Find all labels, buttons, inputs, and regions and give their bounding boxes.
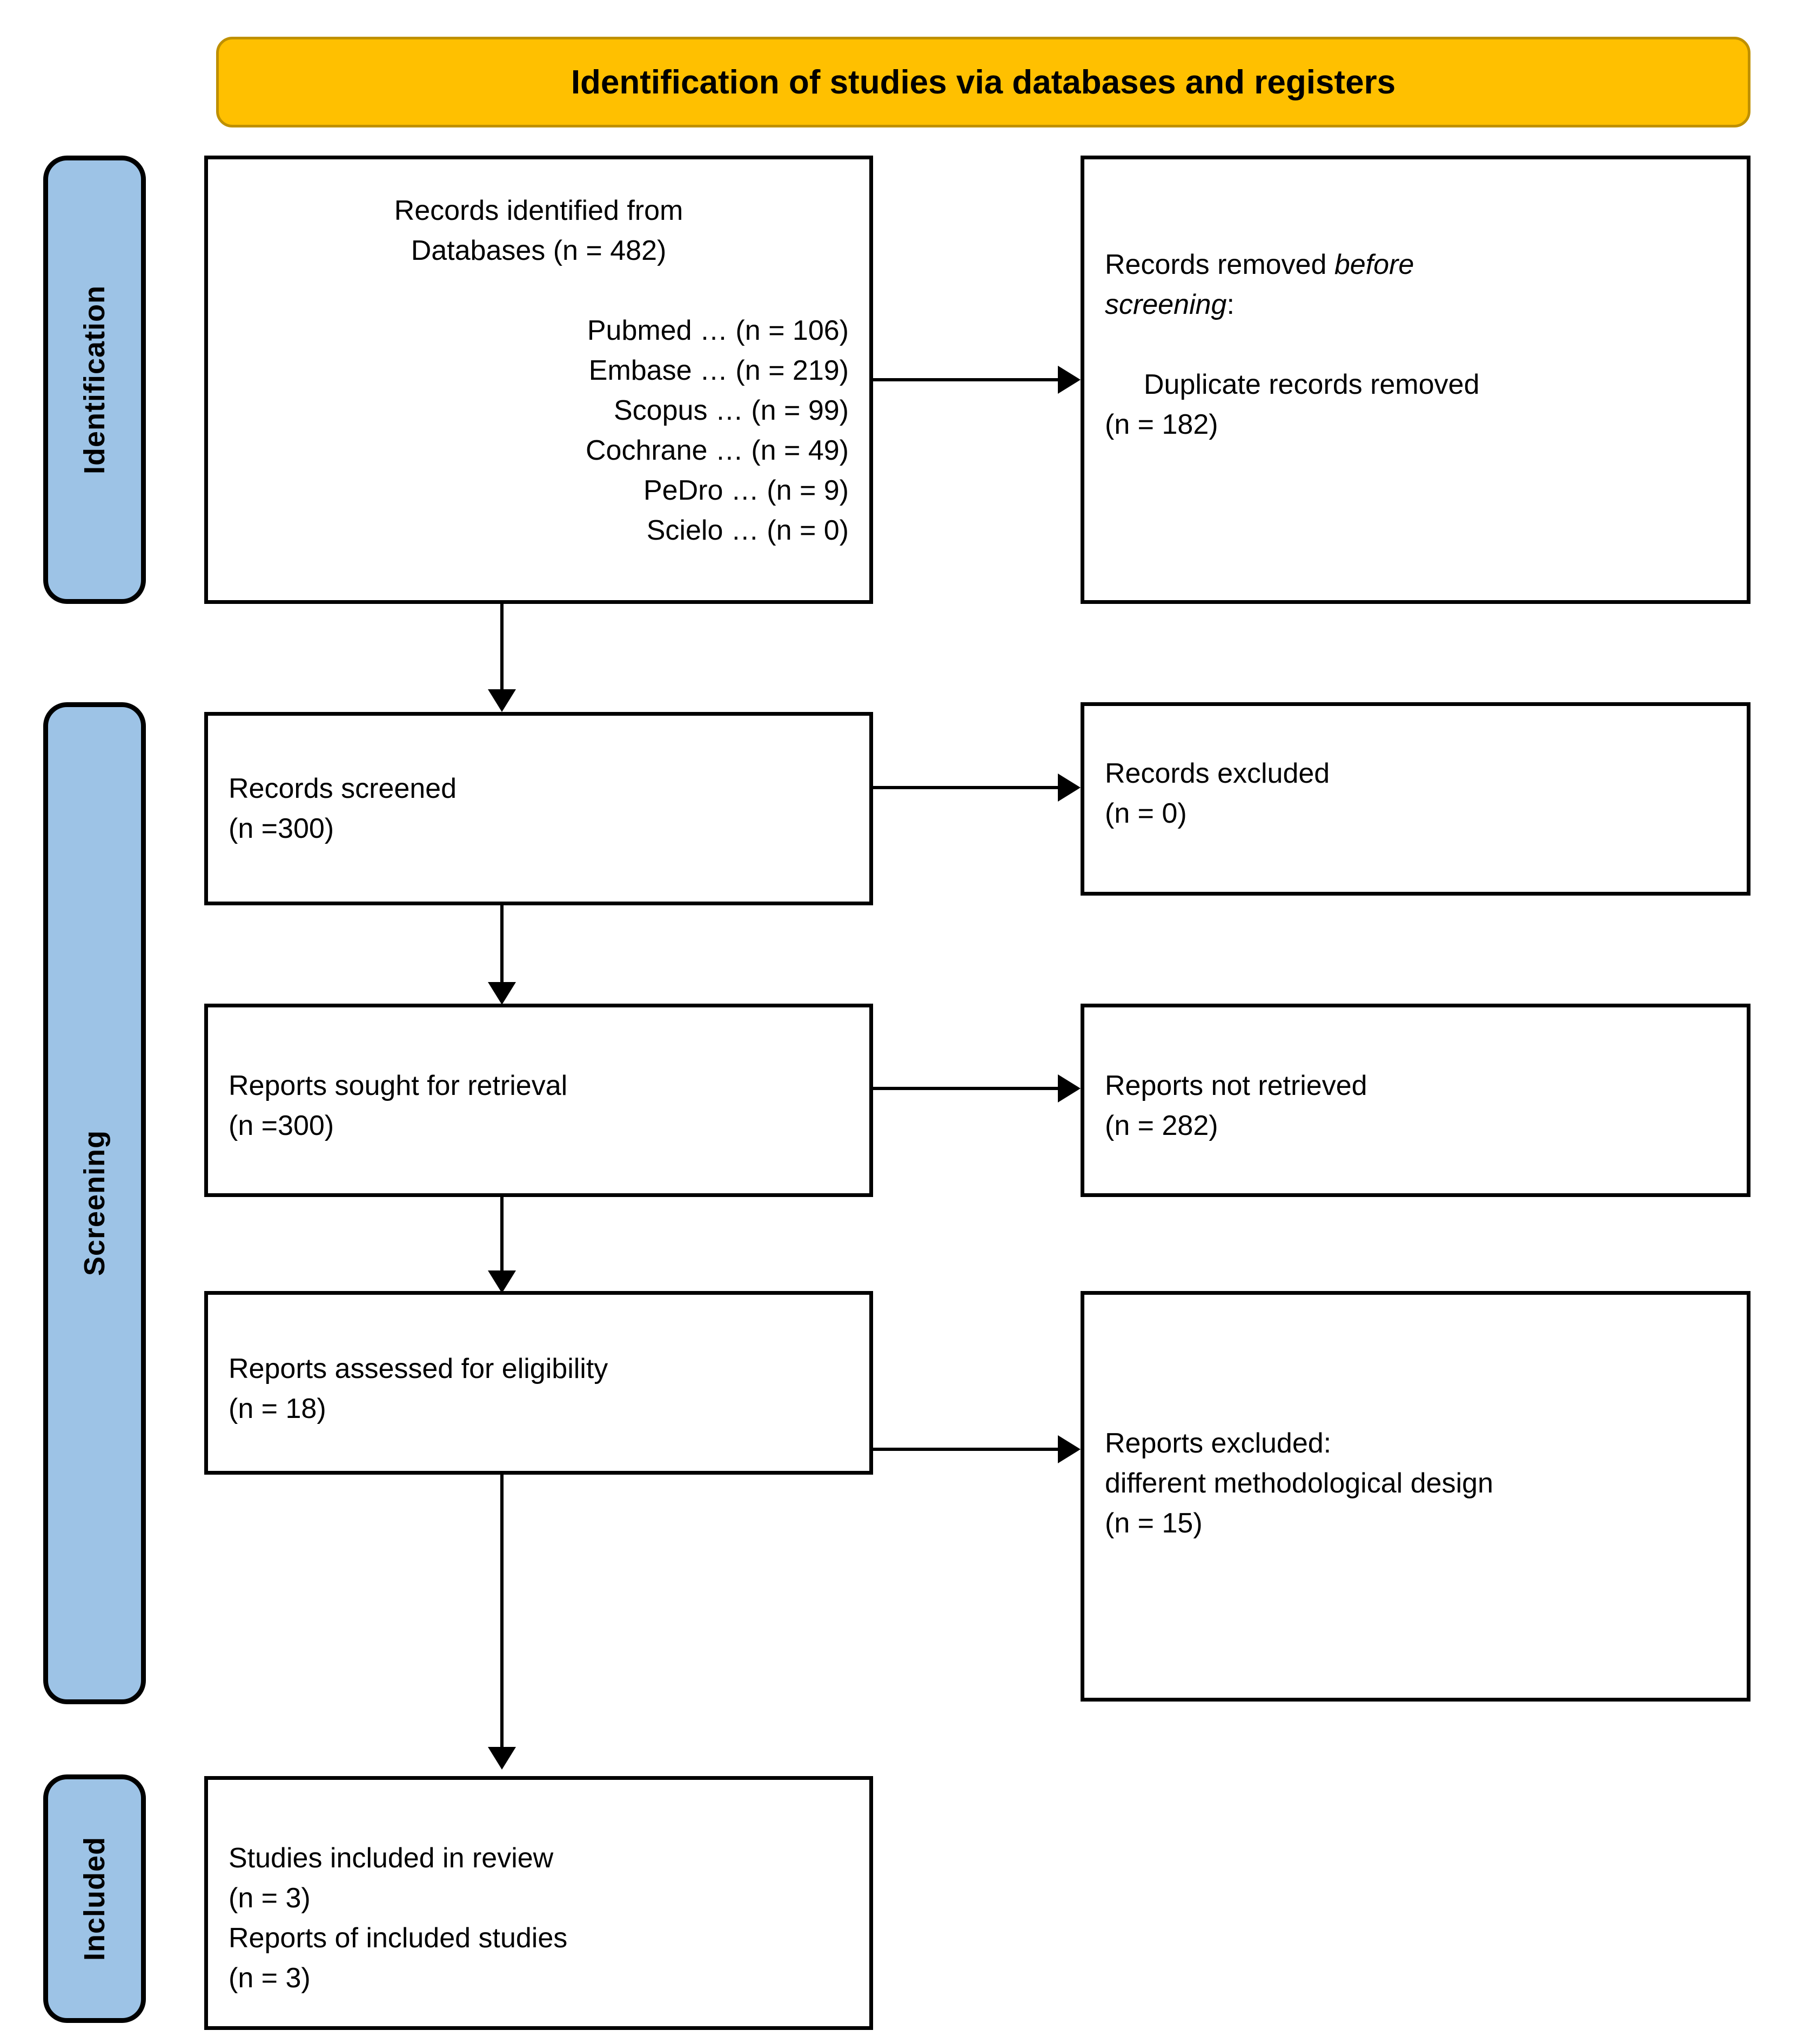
arrowhead-screened-to-excluded (1058, 774, 1081, 802)
records-identified-source-1: Embase … (n = 219) (588, 355, 849, 386)
studies-included-count: (n = 3) (229, 1882, 311, 1914)
records-removed-line2-colon: : (1226, 289, 1235, 320)
box-reports-assessed-for-eligibility: Reports assessed for eligibility (n = 18… (204, 1291, 873, 1475)
reports-not-retrieved-count: (n = 282) (1105, 1110, 1218, 1141)
reports-sought-line1: Reports sought for retrieval (229, 1070, 568, 1101)
connector-assessed-to-reports-excluded (873, 1448, 1059, 1451)
stage-tab-identification: Identification (43, 156, 146, 604)
stage-tab-screening-label: Screening (78, 1130, 111, 1276)
arrowhead-identified-to-screened (488, 689, 516, 712)
records-identified-title-line2: Databases (n = 482) (411, 235, 667, 266)
records-removed-line1: Records removed before (1105, 245, 1726, 285)
box-records-identified: Records identified from Databases (n = 4… (204, 156, 873, 604)
box-studies-included-in-review: Studies included in review (n = 3) Repor… (204, 1776, 873, 2030)
reports-assessed-count: (n = 18) (229, 1393, 326, 1424)
box-records-removed-before-screening: Records removed before screening: Duplic… (1081, 156, 1750, 604)
connector-sought-to-not-retrieved (873, 1087, 1059, 1090)
records-identified-source-5: Scielo … (n = 0) (646, 515, 849, 546)
records-identified-spacer (229, 271, 849, 311)
reports-not-retrieved-line1: Reports not retrieved (1105, 1070, 1367, 1101)
arrowhead-screened-to-reports-sought (488, 982, 516, 1005)
arrowhead-assessed-to-reports-excluded (1058, 1435, 1081, 1463)
box-reports-not-retrieved: Reports not retrieved (n = 282) (1081, 1004, 1750, 1197)
arrowhead-identified-to-removed (1058, 366, 1081, 394)
records-identified-source-2: Scopus … (n = 99) (614, 395, 849, 426)
connector-identified-to-screened (500, 604, 504, 693)
records-removed-spacer (1105, 325, 1726, 365)
records-removed-line2-emphasis: screening (1105, 289, 1227, 320)
page-title: Identification of studies via databases … (571, 63, 1396, 101)
reports-sought-count: (n =300) (229, 1110, 334, 1141)
arrowhead-sought-to-not-retrieved (1058, 1074, 1081, 1102)
connector-sought-to-assessed (500, 1197, 504, 1274)
box-reports-sought-for-retrieval: Reports sought for retrieval (n =300) (204, 1004, 873, 1197)
stage-tab-included-label: Included (78, 1836, 111, 1961)
records-identified-source-4: PeDro … (n = 9) (643, 475, 849, 506)
reports-excluded-reason: different methodological design (1105, 1468, 1493, 1499)
records-removed-line1-text: Records removed (1105, 249, 1334, 280)
stage-tab-included: Included (43, 1774, 146, 2023)
reports-assessed-line1: Reports assessed for eligibility (229, 1353, 608, 1384)
connector-screened-to-excluded (873, 786, 1059, 789)
records-identified-source-3: Cochrane … (n = 49) (585, 435, 849, 466)
connector-identified-to-removed (873, 378, 1059, 381)
records-screened-line1: Records screened (229, 773, 457, 804)
arrowhead-assessed-to-included (488, 1747, 516, 1770)
connector-assessed-to-included (500, 1475, 504, 1750)
box-records-screened: Records screened (n =300) (204, 712, 873, 905)
duplicate-records-removed-line1: Duplicate records removed (1144, 369, 1480, 400)
duplicate-records-removed-count: (n = 182) (1105, 409, 1218, 440)
reports-of-included-studies-count: (n = 3) (229, 1962, 311, 1994)
records-identified-source-0: Pubmed … (n = 106) (587, 315, 849, 346)
connector-screened-to-reports-sought (500, 905, 504, 985)
arrowhead-sought-to-assessed (488, 1270, 516, 1293)
box-reports-excluded: Reports excluded: different methodologic… (1081, 1291, 1750, 1702)
records-screened-count: (n =300) (229, 813, 334, 844)
diagram-header-banner: Identification of studies via databases … (216, 37, 1750, 127)
reports-excluded-count: (n = 15) (1105, 1508, 1203, 1539)
studies-included-line1: Studies included in review (229, 1843, 554, 1874)
records-identified-title-line1: Records identified from (394, 195, 683, 226)
reports-of-included-studies-line: Reports of included studies (229, 1922, 568, 1954)
records-removed-line1-emphasis: before (1334, 249, 1414, 280)
records-excluded-count: (n = 0) (1105, 798, 1187, 829)
records-removed-line2: screening: (1105, 285, 1726, 325)
reports-excluded-line1: Reports excluded: (1105, 1428, 1332, 1459)
stage-tab-screening: Screening (43, 702, 146, 1704)
box-records-excluded: Records excluded (n = 0) (1081, 702, 1750, 896)
stage-tab-identification-label: Identification (78, 285, 111, 474)
records-excluded-line1: Records excluded (1105, 758, 1330, 789)
